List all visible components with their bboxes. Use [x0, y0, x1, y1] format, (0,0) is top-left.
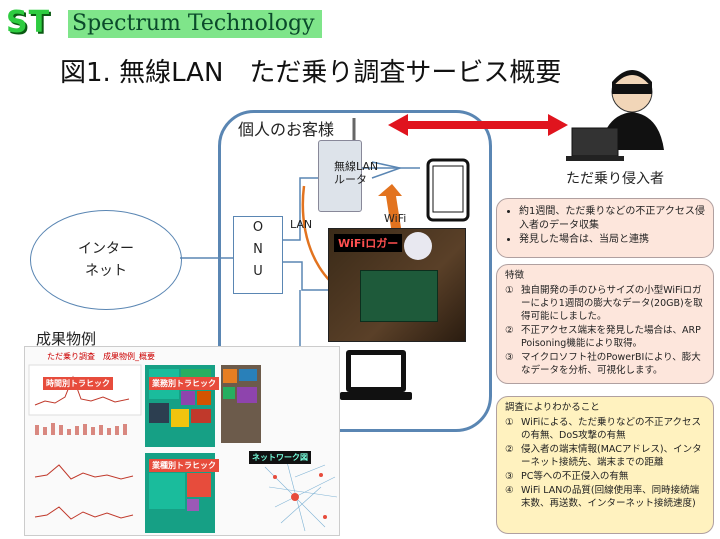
- onu-logger-link: [282, 261, 328, 291]
- wifi-logger-tag: WiFiロガー: [334, 234, 403, 252]
- callout1-item: 発見した場合は、当局と連携: [519, 233, 705, 247]
- router-label-line2: ルータ: [334, 173, 367, 186]
- panel-label-business: 業務別トラヒック: [149, 377, 219, 390]
- onu-letter-u: U: [253, 264, 263, 279]
- internet-label-line1: インター: [78, 241, 134, 257]
- callout1-item: 約1週間、ただ乗りなどの不正アクセス侵入者のデータ収集: [519, 205, 705, 233]
- intrusion-arrow: [388, 114, 568, 136]
- intruder-label: ただ乗り侵入者: [566, 171, 664, 187]
- raspberry-pi-board: [360, 270, 438, 322]
- onu-letter-n: N: [253, 242, 263, 257]
- wifi-dongle-ball: [404, 232, 432, 260]
- callout-data-collection: 約1週間、ただ乗りなどの不正アクセス侵入者のデータ収集 発見した場合は、当局と連…: [496, 198, 714, 258]
- panel-label-network: ネットワーク図: [249, 451, 311, 464]
- results-label: 成果物例: [36, 330, 97, 348]
- findings-title: 調査によりわかること: [505, 402, 600, 413]
- lan-label: LAN: [290, 218, 313, 231]
- dashboard-title: ただ乗り調査 成果物例_概要: [47, 352, 155, 361]
- dashboard-thumbnail: [28, 364, 338, 533]
- router-label-line1: 無線LAN: [334, 160, 379, 173]
- onu-letter-o: O: [252, 220, 264, 235]
- onu-box: O N U: [233, 216, 283, 294]
- wireless-router-icon: [318, 140, 362, 212]
- logo-company-name: Spectrum Technology: [68, 10, 322, 38]
- dashboard-screenshot: ただ乗り調査 成果物例_概要: [24, 346, 340, 536]
- panel-label-hourly: 時間別トラヒック: [43, 377, 113, 390]
- onu-router-link: [282, 177, 318, 241]
- internet-label-line2: ネット: [85, 263, 127, 279]
- logo-mark: ST: [6, 5, 51, 40]
- customer-label: 個人のお客様: [238, 120, 335, 139]
- features-title: 特徴: [505, 270, 525, 281]
- intruder-icon: [566, 70, 664, 161]
- internet-node: インター ネット: [30, 210, 182, 310]
- page-title: 図1. 無線LAN ただ乗り調査サービス概要: [60, 58, 562, 88]
- wifi-capture-arrow: [378, 184, 402, 234]
- wifi-label: WiFi: [384, 212, 407, 225]
- router-label: 無線LAN ルータ: [334, 160, 378, 186]
- panel-label-industry: 業種別トラヒック: [149, 459, 219, 472]
